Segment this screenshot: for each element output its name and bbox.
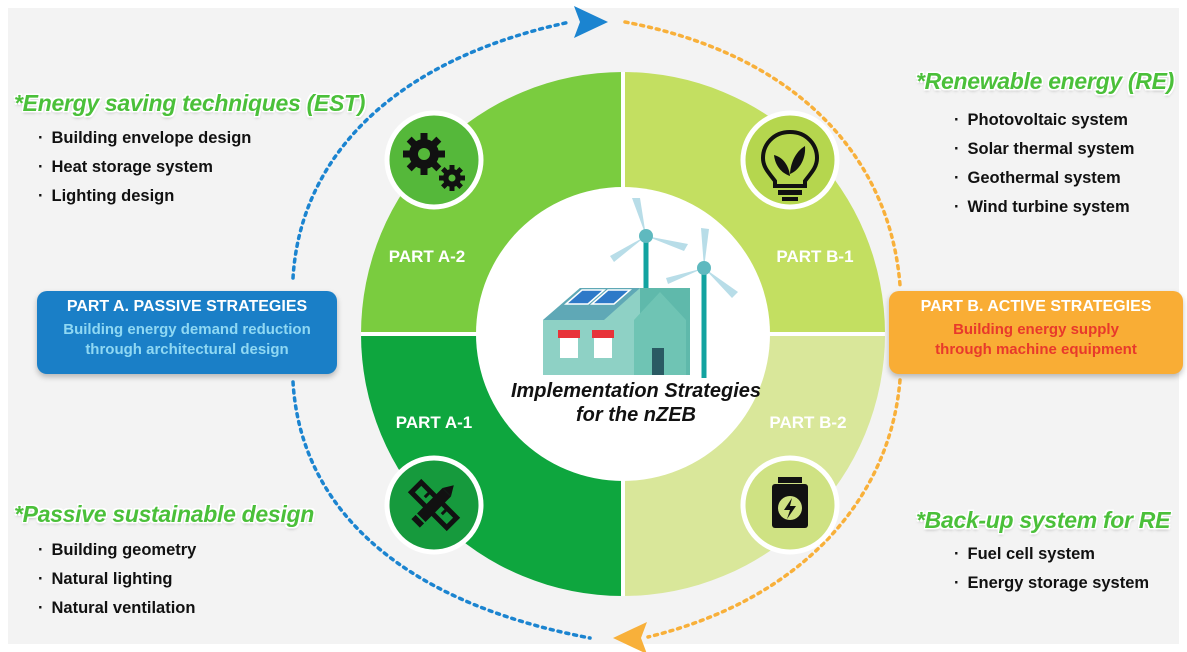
- list-item-est-0: Building envelope design: [38, 124, 252, 153]
- center-title: Implementation Strategies for the nZEB: [476, 379, 796, 427]
- list-item-backup-1: Energy storage system: [954, 569, 1150, 598]
- list-item-psd-1: Natural lighting: [38, 565, 196, 594]
- part-a2-label: PART A-2: [389, 247, 466, 266]
- active-strategies-box: PART B. ACTIVE STRATEGIES Building energ…: [889, 291, 1183, 374]
- part-a1-label: PART A-1: [396, 413, 473, 432]
- category-title-backup: *Back-up system for RE: [916, 507, 1171, 533]
- active-strategies-title: PART B. ACTIVE STRATEGIES: [920, 298, 1152, 315]
- list-item-est-1: Heat storage system: [38, 153, 251, 182]
- list-est: Building envelope designHeat storage sys…: [38, 124, 252, 211]
- active-strategies-line2: through machine equipment: [935, 341, 1137, 358]
- arrow-bottom-right-orange: [646, 378, 902, 639]
- passive-strategies-line2: through architectural design: [85, 341, 289, 358]
- list-item-est-2: Lighting design: [38, 182, 251, 211]
- category-title-psd: *Passive sustainable design: [14, 501, 314, 527]
- arrow-top-right-orange: [623, 20, 902, 287]
- arrowhead-blue: [574, 6, 608, 38]
- passive-strategies-line1: Building energy demand reduction: [63, 321, 311, 338]
- passive-strategies-title: PART A. PASSIVE STRATEGIES: [66, 298, 308, 315]
- house-wind-turbine-icon: [543, 198, 738, 378]
- list-item-backup-0: Fuel cell system: [954, 540, 1149, 569]
- list-psd: Building geometryNatural lightingNatural…: [38, 536, 197, 623]
- passive-strategies-box: PART A. PASSIVE STRATEGIES Building ener…: [37, 291, 337, 374]
- category-title-est: *Energy saving techniques (EST): [14, 90, 366, 116]
- center-title-line1: Implementation Strategies: [510, 380, 762, 402]
- active-strategies-line1: Building energy supply: [953, 321, 1119, 338]
- category-title-re: *Renewable energy (RE): [916, 68, 1174, 94]
- battery-icon: [740, 455, 840, 555]
- gears-icon: [384, 110, 484, 210]
- list-item-psd-0: Building geometry: [38, 536, 197, 565]
- list-item-re-2: Geothermal system: [954, 164, 1134, 193]
- list-re: Photovoltaic systemSolar thermal systemG…: [954, 106, 1135, 222]
- ruler-pencil-icon: [384, 455, 484, 555]
- part-b2-label: PART B-2: [769, 413, 846, 432]
- list-item-re-3: Wind turbine system: [954, 193, 1134, 222]
- arrow-bottom-left-blue: [291, 380, 592, 640]
- arrow-top-left-blue: [291, 20, 572, 280]
- light-bulb-leaf-icon: [740, 110, 840, 210]
- list-item-psd-2: Natural ventilation: [38, 594, 196, 623]
- list-item-re-1: Solar thermal system: [954, 135, 1135, 164]
- center-title-line2: for the nZEB: [576, 404, 696, 426]
- arrowhead-orange: [613, 622, 647, 652]
- list-backup: Fuel cell systemEnergy storage system: [954, 540, 1150, 598]
- part-b1-label: PART B-1: [776, 247, 853, 266]
- list-item-re-0: Photovoltaic system: [954, 106, 1134, 135]
